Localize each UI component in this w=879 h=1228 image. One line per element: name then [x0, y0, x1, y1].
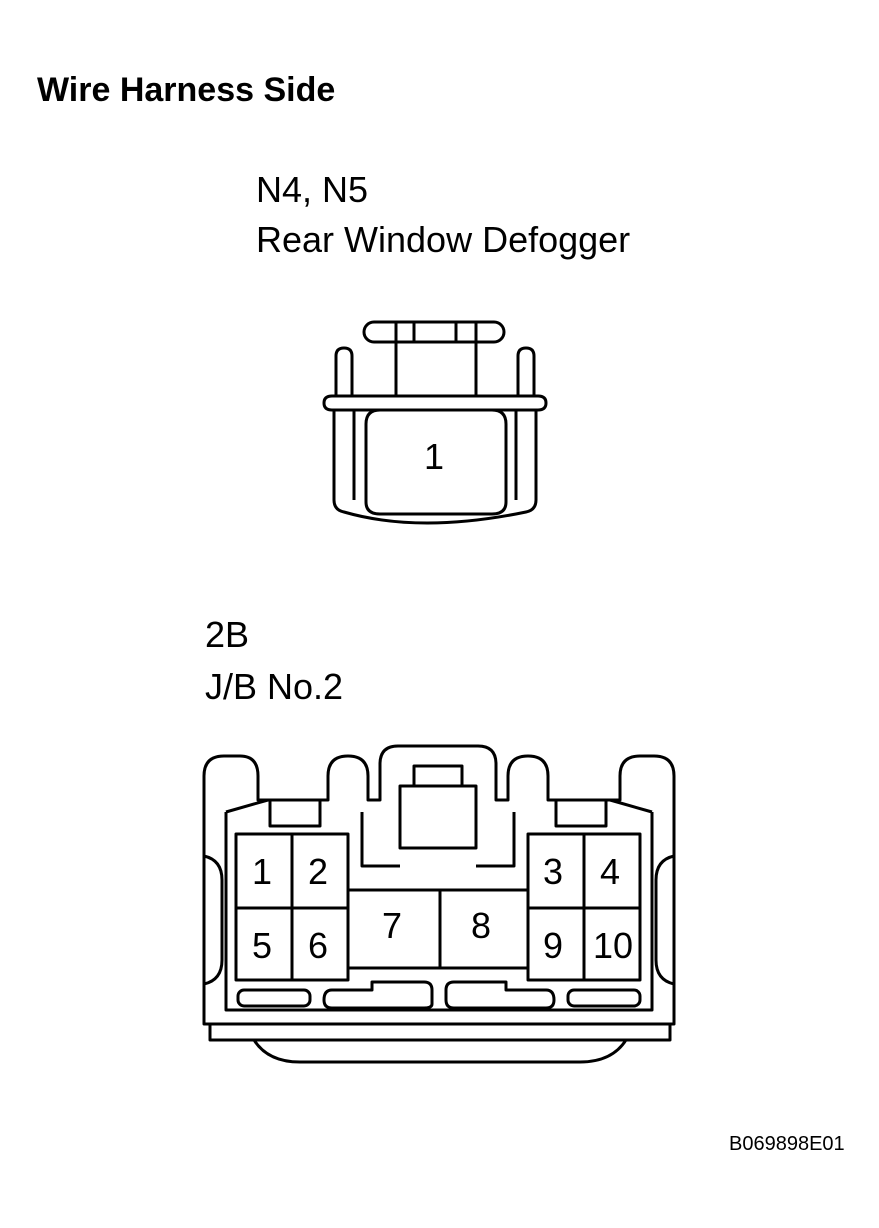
connector-2-pin-6: 6 [308, 925, 328, 966]
connector-2-pin-10: 10 [593, 925, 633, 966]
connector-2-pin-7: 7 [382, 905, 402, 946]
connector-2-pin-5: 5 [252, 925, 272, 966]
connector-2-name: J/B No.2 [205, 666, 344, 707]
connector-2-pin-3: 3 [543, 851, 563, 892]
connector-2-pin-4: 4 [600, 851, 620, 892]
connector-2-pin-1: 1 [252, 851, 272, 892]
connector-1-code: N4, N5 [256, 169, 369, 210]
connector-2-pin-9: 9 [543, 925, 563, 966]
connector-1-name: Rear Window Defogger [256, 219, 631, 260]
reference-code: B069898E01 [729, 1133, 845, 1155]
connector-2-code: 2B [205, 614, 250, 655]
connector-2-pin-2: 2 [308, 851, 328, 892]
connector-2-pin-8: 8 [471, 905, 491, 946]
connector-1-pin-1: 1 [424, 436, 444, 477]
page-title: Wire Harness Side [37, 71, 336, 109]
